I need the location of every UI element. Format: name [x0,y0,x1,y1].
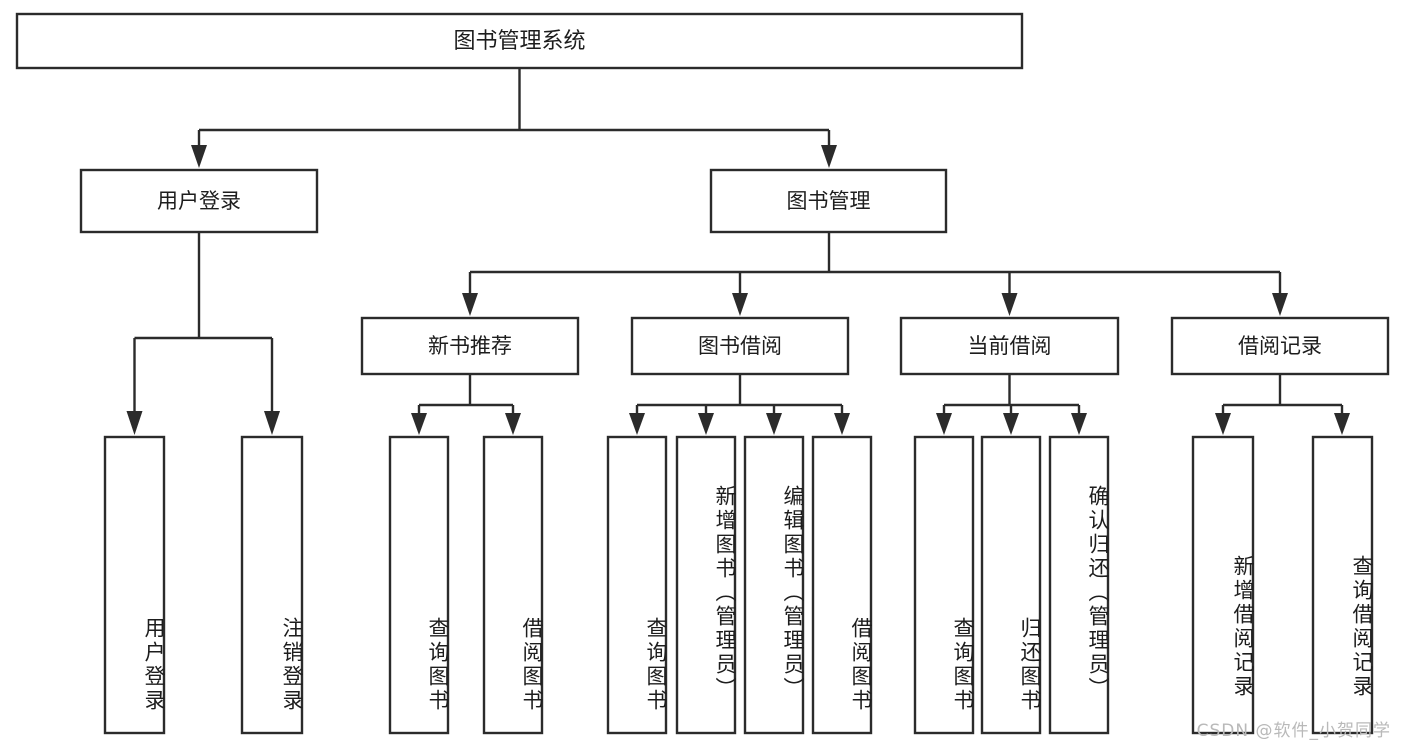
arrow-head-leaf-edit-book [766,413,782,435]
arrow-head-leaf-query-record [1334,413,1350,435]
arrow-head-user-login [191,145,207,168]
leaf-box-group [103,435,1374,735]
node-new-book-rec[interactable]: 新书推荐 [360,316,580,376]
node-leaf-query-record-box[interactable] [1311,435,1374,735]
node-leaf-borrow-book-2-box[interactable] [811,435,873,735]
arrow-head-leaf-return-book [1003,413,1019,435]
node-leaf-edit-book-box[interactable] [743,435,805,735]
node-leaf-return-book-box[interactable] [980,435,1042,735]
node-leaf-user-login-label: 用户登录 [142,617,166,713]
node-root-label: 图书管理系统 [453,29,585,54]
node-borrow-record[interactable]: 借阅记录 [1170,316,1390,376]
node-leaf-query-book-3-label: 查询图书 [951,617,975,713]
node-leaf-borrow-book-2-label: 借阅图书 [849,617,873,713]
node-leaf-return-book-label: 归还图书 [1018,617,1042,713]
node-current-borrow[interactable]: 当前借阅 [899,316,1120,376]
node-new-book-rec-label: 新书推荐 [428,334,512,358]
node-book-manage-label: 图书管理 [787,189,871,213]
connector-group-borrow-record [1215,374,1350,435]
node-book-borrow-box[interactable] [630,316,850,376]
node-user-login-label: 用户登录 [157,189,241,213]
node-leaf-confirm-return-box[interactable] [1048,435,1110,735]
node-book-manage-box[interactable] [709,168,948,234]
node-book-borrow[interactable]: 图书借阅 [630,316,850,376]
node-root-box[interactable] [15,12,1024,70]
node-borrow-record-label: 借阅记录 [1238,334,1322,358]
node-leaf-query-book-2-label: 查询图书 [644,617,668,713]
node-book-borrow-label: 图书借阅 [698,334,782,358]
node-new-book-rec-box[interactable] [360,316,580,376]
connector-group-root [191,68,837,168]
arrow-head-leaf-logout [264,411,280,435]
node-leaf-add-record-box[interactable] [1191,435,1255,735]
node-leaf-add-book-label: 新增图书（管理员） [713,485,737,701]
connector-group-new-book-rec [411,374,521,435]
node-user-login[interactable]: 用户登录 [79,168,319,234]
node-leaf-query-book-3-box[interactable] [913,435,975,735]
connector-group-user-login [126,232,280,435]
arrow-head-leaf-query-book-1 [411,413,427,435]
arrow-head-leaf-add-book [698,413,714,435]
arrow-head-leaf-user-login [126,411,143,435]
arrow-head-new-book-rec [462,293,478,316]
node-leaf-user-login-box[interactable] [103,435,166,735]
node-leaf-add-book-box[interactable] [675,435,737,735]
connector-group-current-borrow [936,374,1087,435]
node-leaf-borrow-book-1-box[interactable] [482,435,544,735]
arrow-head-book-manage [821,145,837,168]
connector-group-book-borrow [629,374,850,435]
node-current-borrow-label: 当前借阅 [968,334,1052,358]
node-user-login-box[interactable] [79,168,319,234]
arrow-head-leaf-borrow-book-1 [505,413,521,435]
node-leaf-add-record-label: 新增借阅记录 [1231,555,1255,699]
node-leaf-borrow-book-1-label: 借阅图书 [520,617,544,713]
node-book-manage[interactable]: 图书管理 [709,168,948,234]
node-leaf-query-record-label: 查询借阅记录 [1350,555,1374,699]
node-root[interactable]: 图书管理系统 [15,12,1024,70]
arrow-head-book-borrow [732,293,748,316]
node-current-borrow-box[interactable] [899,316,1120,376]
node-borrow-record-box[interactable] [1170,316,1390,376]
node-leaf-query-book-1-label: 查询图书 [426,617,450,713]
node-leaf-query-book-1-box[interactable] [388,435,450,735]
arrow-head-leaf-query-book-3 [936,413,952,435]
arrow-head-current-borrow [1001,293,1018,316]
arrow-head-leaf-borrow-book-2 [834,413,850,435]
arrow-head-leaf-confirm-return [1071,413,1087,435]
node-leaf-edit-book-label: 编辑图书（管理员） [781,485,805,701]
connector-group-book-manage [462,232,1288,316]
arrow-head-leaf-add-record [1215,413,1231,435]
node-leaf-confirm-return-label: 确认归还（管理员） [1086,485,1110,701]
node-leaf-logout-label: 注销登录 [280,617,304,713]
node-leaf-logout-box[interactable] [240,435,304,735]
arrow-head-borrow-record [1272,293,1288,316]
arrow-head-leaf-query-book-2 [629,413,645,435]
node-leaf-query-book-2-box[interactable] [606,435,668,735]
